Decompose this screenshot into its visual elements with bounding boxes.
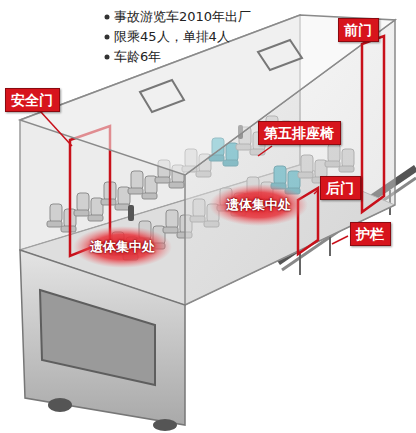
- note-text: 事故游览车2010年出厂: [114, 9, 251, 25]
- leader-line: [40, 111, 72, 146]
- wheel: [48, 398, 72, 412]
- callout-text: 前门: [344, 21, 373, 39]
- body-spot: 遗体集中处: [73, 226, 172, 268]
- roof-hatch: [140, 80, 184, 112]
- leader-line: [258, 146, 272, 156]
- body-spot: 遗体集中处: [209, 184, 308, 226]
- wheel: [153, 419, 177, 431]
- roof-hatch: [258, 40, 302, 70]
- seat: [101, 182, 116, 205]
- callout-box: 第五排座椅: [258, 121, 341, 145]
- front-door: [362, 36, 384, 212]
- bus-rear: [20, 250, 185, 425]
- leader-line: [332, 236, 348, 244]
- callout-text: 护栏: [356, 225, 385, 243]
- seat: [47, 204, 62, 227]
- bullet: [105, 35, 110, 40]
- spot-text: 遗体集中处: [73, 226, 172, 255]
- extinguisher: [128, 205, 134, 221]
- callout-box: 护栏: [350, 222, 391, 246]
- bullet: [105, 55, 110, 60]
- bullet: [105, 15, 110, 20]
- leader-line: [314, 190, 318, 194]
- callout-box: 前门: [338, 18, 379, 42]
- note-text: 限乘45人，单排4人: [114, 29, 230, 45]
- callout-text: 安全门: [11, 91, 54, 109]
- seat: [128, 171, 143, 194]
- callout-text: 后门: [326, 179, 355, 197]
- spot-text: 遗体集中处: [209, 184, 308, 213]
- seat: [74, 193, 89, 216]
- callout-box: 安全门: [5, 88, 60, 112]
- callout-box: 后门: [320, 176, 361, 200]
- bus-roof: [20, 15, 395, 175]
- rear-panel: [40, 290, 155, 385]
- note-text: 车龄6年: [114, 49, 161, 65]
- seat: [163, 210, 178, 233]
- callout-text: 第五排座椅: [264, 124, 335, 142]
